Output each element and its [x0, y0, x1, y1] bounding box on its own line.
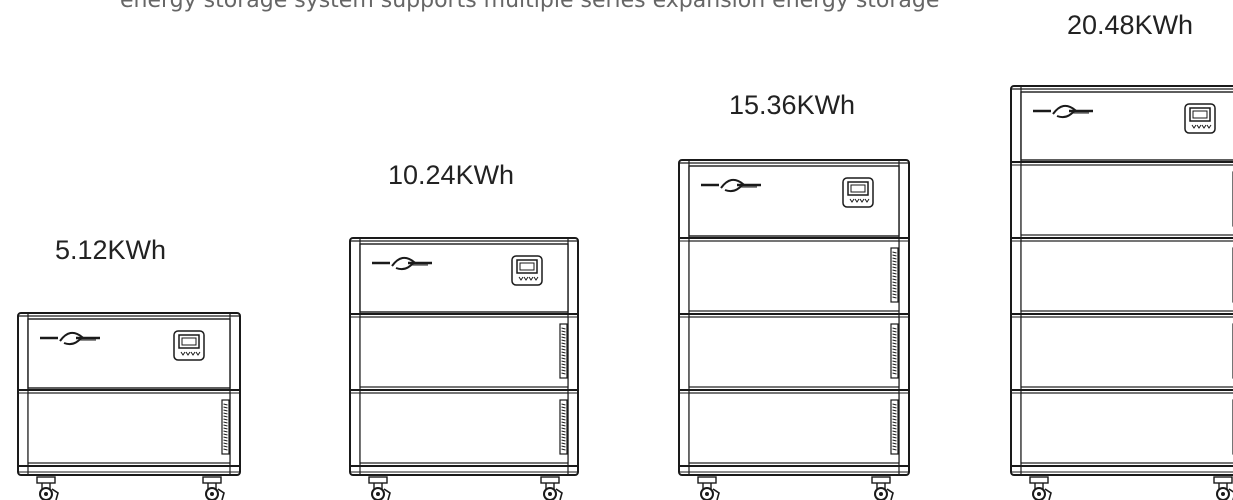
caster-left: [36, 476, 59, 500]
capacity-label-20-48: 20.48KWh: [1067, 10, 1194, 40]
battery-module: [679, 389, 909, 464]
capacity-label-5-12: 5.12KWh: [55, 235, 167, 265]
battery-module: [350, 389, 578, 464]
battery-stack-4: [1010, 85, 1233, 500]
battery-module: [1011, 161, 1233, 236]
battery-stack-3: [678, 159, 910, 500]
caster-left: [368, 476, 391, 500]
control-module: [27, 318, 231, 389]
battery-module: [679, 237, 909, 312]
battery-module: [350, 313, 578, 388]
battery-module: [1011, 237, 1233, 312]
battery-stack-2: [349, 237, 579, 500]
control-module: [688, 165, 900, 237]
battery-module: [1011, 313, 1233, 388]
control-module: [1020, 91, 1233, 161]
caster-right: [540, 476, 563, 500]
caster-right: [1213, 476, 1233, 500]
caster-right: [202, 476, 225, 500]
caster-left: [1029, 476, 1052, 500]
battery-module: [679, 313, 909, 388]
header-partial-text: energy storage system supports multiple …: [120, 0, 940, 13]
battery-module: [18, 389, 240, 464]
caster-left: [697, 476, 720, 500]
caster-right: [871, 476, 894, 500]
control-module: [359, 243, 569, 313]
capacity-label-15-36: 15.36KWh: [729, 90, 856, 120]
battery-module: [1011, 389, 1233, 464]
battery-stack-1: [17, 312, 241, 500]
capacity-label-10-24: 10.24KWh: [388, 160, 515, 190]
